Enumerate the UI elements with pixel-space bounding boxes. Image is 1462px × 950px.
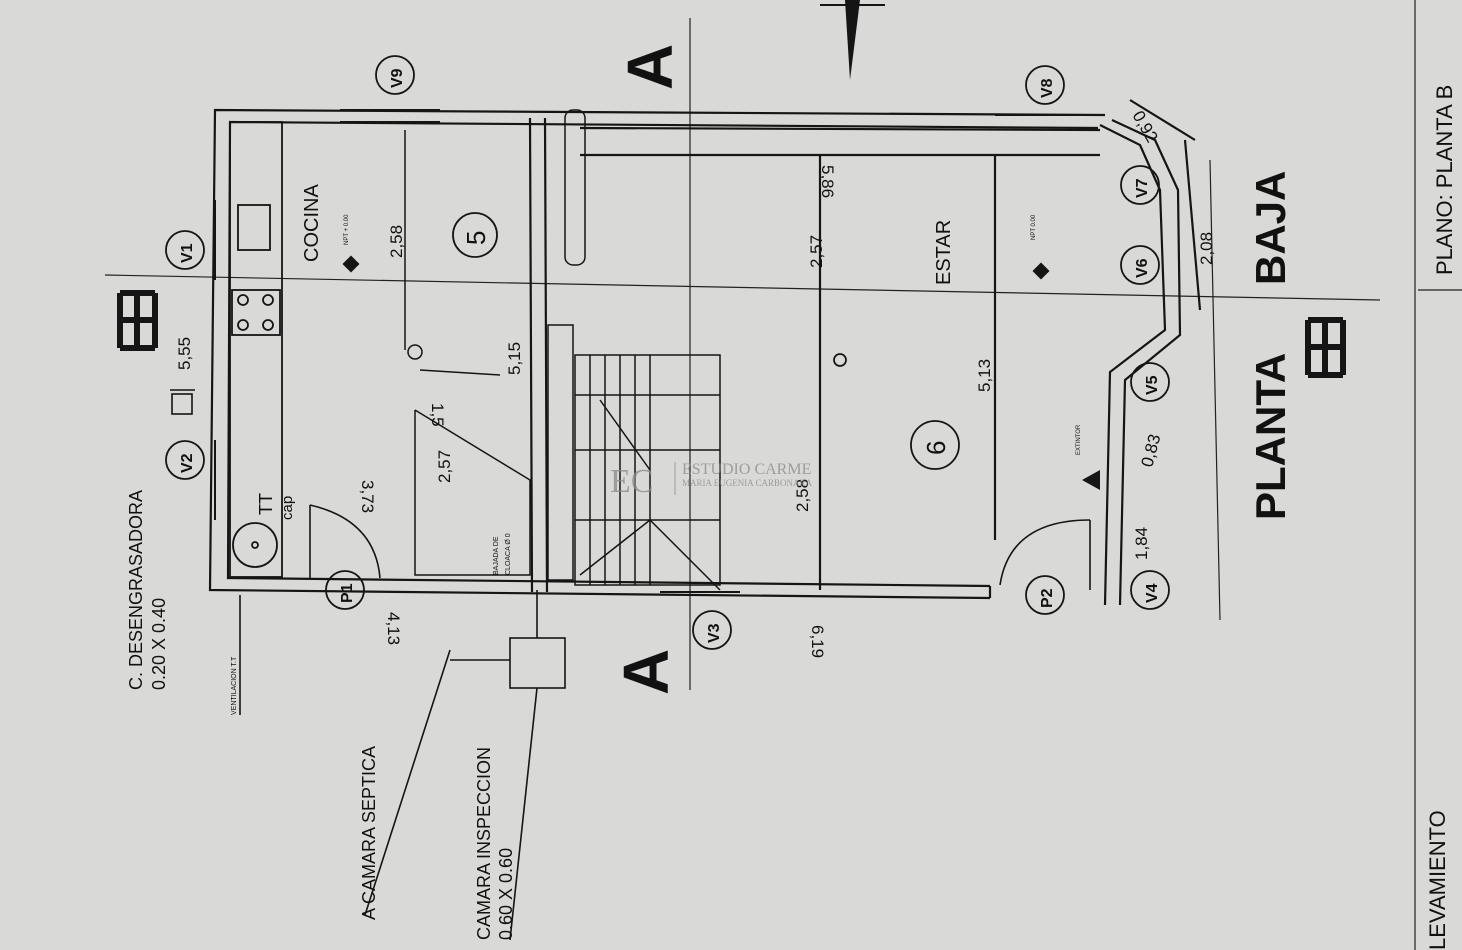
svg-text:A: A	[614, 44, 686, 90]
kitchen-counter	[229, 121, 283, 578]
annotation-inspeccion: CAMARA INSPECCION	[474, 747, 494, 940]
dimension: 5,15	[505, 342, 524, 375]
dimension: 5,55	[175, 337, 194, 370]
annotation-ventilacion: VENTILACION T.T	[231, 656, 238, 715]
dimension: 2,57	[807, 235, 826, 268]
opening-v4: V4	[1144, 583, 1161, 603]
opening-v7: V7	[1134, 178, 1151, 198]
section-mark-bottom: A	[610, 649, 682, 695]
bay-window	[1099, 99, 1202, 606]
annotation-tt: TT	[256, 493, 276, 515]
dimension: 2,57	[435, 450, 454, 483]
svg-text:A: A	[610, 649, 682, 695]
title-block-plano: PLANO: PLANTA B	[1432, 85, 1457, 275]
room-number-kitchen: 5	[461, 231, 491, 245]
opening-p2: P2	[1039, 588, 1056, 608]
watermark-studio: ESTUDIO CARME	[682, 461, 811, 478]
annotation-npt-living: NPT 0.00	[1031, 214, 1037, 240]
dimension: 4,13	[384, 612, 403, 645]
dimension: 5,86	[818, 165, 837, 198]
dimension: 5,13	[975, 359, 994, 392]
opening-v3: V3	[706, 623, 723, 643]
annotation-cap: cap	[279, 496, 296, 520]
staircase	[547, 109, 721, 591]
plan-title-line1: PLANTA	[1247, 353, 1294, 520]
opening-v5: V5	[1144, 375, 1161, 395]
opening-circles	[165, 55, 1170, 650]
section-mark-top: A	[614, 44, 686, 90]
plan-title-line2: BAJA	[1247, 171, 1294, 285]
section-symbol-top-icon	[117, 290, 158, 351]
inspection-chamber	[170, 389, 566, 941]
opening-v9: V9	[389, 68, 406, 88]
dimension: 2,58	[793, 479, 812, 512]
opening-v6: V6	[1134, 258, 1151, 278]
annotation-desengrasadora: C. DESENGRASADORA	[126, 490, 146, 690]
opening-v8: V8	[1039, 78, 1056, 98]
sewer-box	[404, 130, 531, 576]
dimension: 2,08	[1197, 232, 1216, 265]
dimension: 6,19	[808, 625, 827, 658]
watermark: EC ESTUDIO CARME MARIA EUGENIA CARBONARA	[610, 461, 813, 500]
window-marks	[214, 109, 1085, 593]
opening-labels: V9 V1 V2 P1 V3 P2 V4 V5 V6 V7 V8	[179, 68, 1161, 643]
title-block-relevamiento: LEVAMIENTO	[1425, 810, 1450, 950]
room-number-living: 6	[921, 441, 951, 455]
annotation-bajada-2: CLOACA Ø 0	[505, 533, 512, 575]
dimension: 1,5	[428, 403, 447, 427]
annotations: C. DESENGRASADORA 0.20 X 0.40 A CAMARA S…	[126, 214, 1082, 940]
opening-p1: P1	[339, 583, 356, 603]
annotation-npt-kitchen: NPT + 0.00	[344, 214, 350, 245]
annotation-extintor: EXTINTOR	[1076, 424, 1082, 455]
extintor-icon	[1082, 470, 1100, 490]
exterior-walls	[208, 108, 1106, 600]
dimension: 1,84	[1132, 527, 1151, 560]
axis-lines	[104, 0, 1462, 950]
watermark-name: MARIA EUGENIA CARBONARA	[682, 478, 813, 488]
opening-v1: V1	[179, 243, 196, 263]
door-swings	[309, 504, 1091, 590]
annotation-desengrasadora-size: 0.20 X 0.40	[149, 598, 169, 690]
watermark-logo: EC	[610, 463, 653, 500]
annotation-septica: A CAMARA SEPTICA	[359, 746, 379, 920]
dimension: 3,73	[358, 480, 377, 513]
annotation-inspeccion-size: 0.60 X 0.60	[496, 848, 516, 940]
north-arrow-icon	[820, 0, 885, 80]
room-label-living: ESTAR	[933, 220, 955, 285]
section-symbol-bottom-icon	[1305, 317, 1346, 378]
opening-v2: V2	[179, 453, 196, 473]
room-label-kitchen: COCINA	[301, 184, 323, 262]
dimension: 2,58	[387, 225, 406, 258]
annotation-bajada: BAJADA DE	[493, 536, 500, 575]
